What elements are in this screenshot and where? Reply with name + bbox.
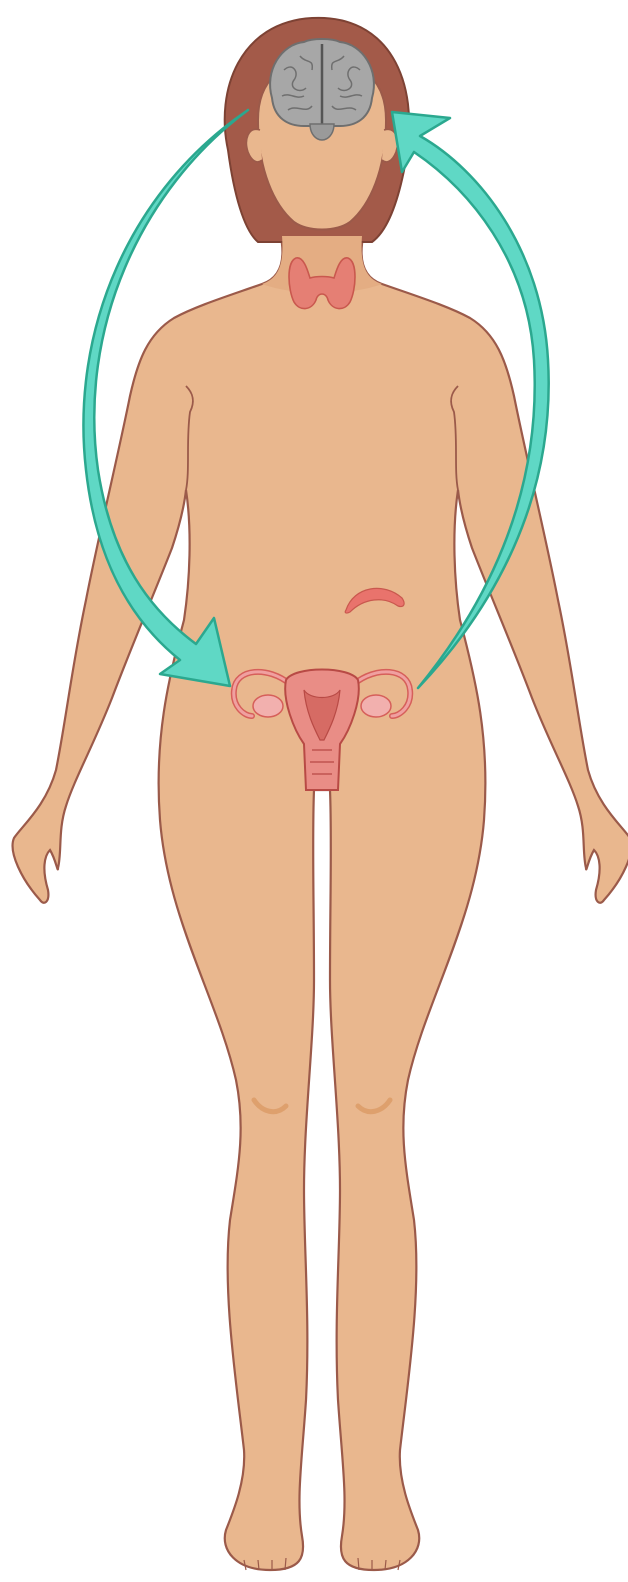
right-ovary-icon (361, 695, 391, 717)
left-ovary-icon (253, 695, 283, 717)
